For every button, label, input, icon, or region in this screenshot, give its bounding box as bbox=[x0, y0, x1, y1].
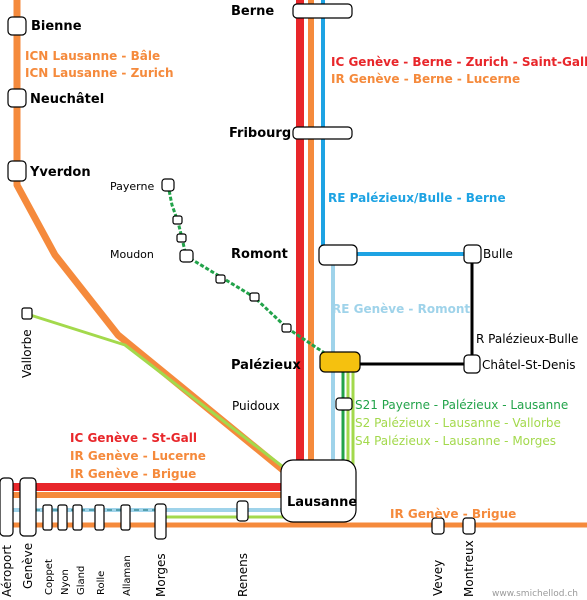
s21-label: S21 Payerne - Palézieux - Lausanne bbox=[355, 398, 568, 412]
s4-label: S4 Palézieux - Lausanne - Morges bbox=[355, 434, 556, 448]
neuchatel-label: Neuchâtel bbox=[30, 92, 104, 107]
renens-label: Renens bbox=[236, 553, 250, 597]
station-labels: Berne Fribourg Romont Palézieux Lausanne… bbox=[0, 4, 576, 597]
geneve-marker[interactable] bbox=[19, 477, 37, 537]
lausanne-marker[interactable] bbox=[280, 459, 357, 523]
fribourg-label: Fribourg bbox=[229, 126, 291, 141]
r-bulle-label: R Palézieux-Bulle bbox=[476, 332, 578, 346]
chatel-label: Châtel-St-Denis bbox=[482, 358, 576, 372]
berne-label: Berne bbox=[231, 4, 274, 19]
credit-text: www.smichellod.ch bbox=[492, 589, 578, 599]
nyon-marker[interactable] bbox=[57, 504, 68, 531]
bulle-label: Bulle bbox=[483, 247, 513, 261]
yverdon-label: Yverdon bbox=[29, 165, 91, 180]
romont-label: Romont bbox=[231, 247, 288, 262]
rolle-label: Rolle bbox=[96, 571, 107, 595]
montreux-label: Montreux bbox=[462, 540, 476, 597]
s21-stop-4[interactable] bbox=[249, 292, 260, 302]
nyon-label: Nyon bbox=[60, 569, 71, 595]
rolle-marker[interactable] bbox=[94, 504, 105, 531]
icn-bale-label: ICN Lausanne - Bâle bbox=[25, 49, 160, 63]
s21-stop-2[interactable] bbox=[176, 233, 187, 243]
gland-label: Gland bbox=[76, 566, 87, 595]
s21-stop-5[interactable] bbox=[281, 323, 292, 333]
coppet-marker[interactable] bbox=[42, 504, 53, 531]
neuchatel-marker[interactable] bbox=[7, 88, 27, 108]
ir-lucerne-west-label: IR Genève - Lucerne bbox=[70, 449, 206, 463]
coppet-label: Coppet bbox=[44, 559, 55, 595]
aeroport-label: Aéroport bbox=[0, 545, 14, 597]
ir-brigue-west-label: IR Genève - Brigue bbox=[70, 467, 196, 481]
s2-label: S2 Palézieux - Lausanne - Vallorbe bbox=[355, 416, 561, 430]
palezieux-marker[interactable] bbox=[319, 351, 361, 373]
bulle-marker[interactable] bbox=[463, 244, 482, 264]
lausanne-label: Lausanne bbox=[287, 495, 357, 510]
station-markers bbox=[0, 3, 482, 540]
icn-zurich-label: ICN Lausanne - Zurich bbox=[25, 66, 174, 80]
line-labels: ICN Lausanne - Bâle ICN Lausanne - Zuric… bbox=[25, 49, 587, 521]
bienne-label: Bienne bbox=[31, 19, 82, 34]
s2-vallorbe-track bbox=[26, 312, 288, 472]
palezieux-label: Palézieux bbox=[231, 358, 301, 373]
icn-track bbox=[13, 0, 286, 473]
payerne-marker[interactable] bbox=[161, 178, 175, 192]
montreux-marker[interactable] bbox=[462, 517, 476, 535]
morges-label: Morges bbox=[154, 553, 168, 597]
s21-stop-3[interactable] bbox=[215, 274, 226, 284]
ir-lucerne-north-label: IR Genève - Berne - Lucerne bbox=[331, 72, 520, 86]
allaman-label: Allaman bbox=[122, 555, 133, 596]
vevey-marker[interactable] bbox=[431, 517, 445, 535]
vevey-label: Vevey bbox=[431, 560, 445, 596]
s21-stop-1[interactable] bbox=[172, 215, 183, 225]
ic-stgall-west-label: IC Genève - St-Gall bbox=[70, 431, 197, 445]
vallorbe-label: Vallorbe bbox=[20, 329, 34, 378]
bienne-marker[interactable] bbox=[7, 16, 27, 36]
puidoux-label: Puidoux bbox=[232, 399, 280, 413]
allaman-marker[interactable] bbox=[120, 504, 131, 531]
puidoux-marker[interactable] bbox=[335, 397, 353, 411]
chatel-marker[interactable] bbox=[463, 354, 481, 374]
payerne-label: Payerne bbox=[110, 180, 154, 193]
vallorbe-marker[interactable] bbox=[21, 307, 33, 320]
fribourg-marker[interactable] bbox=[292, 126, 353, 140]
romont-marker[interactable] bbox=[318, 244, 358, 266]
re-romont-label: RE Genève - Romont bbox=[332, 302, 470, 316]
renens-marker[interactable] bbox=[236, 500, 249, 522]
yverdon-marker[interactable] bbox=[7, 160, 27, 182]
ic-stgall-north-label: IC Genève - Berne - Zurich - Saint-Gall bbox=[331, 55, 587, 69]
geneve-label: Genève bbox=[21, 543, 35, 589]
moudon-label: Moudon bbox=[110, 248, 154, 261]
aeroport-marker[interactable] bbox=[0, 477, 14, 537]
ir-brigue-east-label: IR Genève - Brigue bbox=[390, 507, 516, 521]
re-berne-label: RE Palézieux/Bulle - Berne bbox=[328, 191, 506, 205]
berne-marker[interactable] bbox=[292, 3, 353, 19]
moudon-marker[interactable] bbox=[179, 249, 194, 263]
morges-marker[interactable] bbox=[154, 503, 167, 540]
gland-marker[interactable] bbox=[72, 504, 83, 531]
